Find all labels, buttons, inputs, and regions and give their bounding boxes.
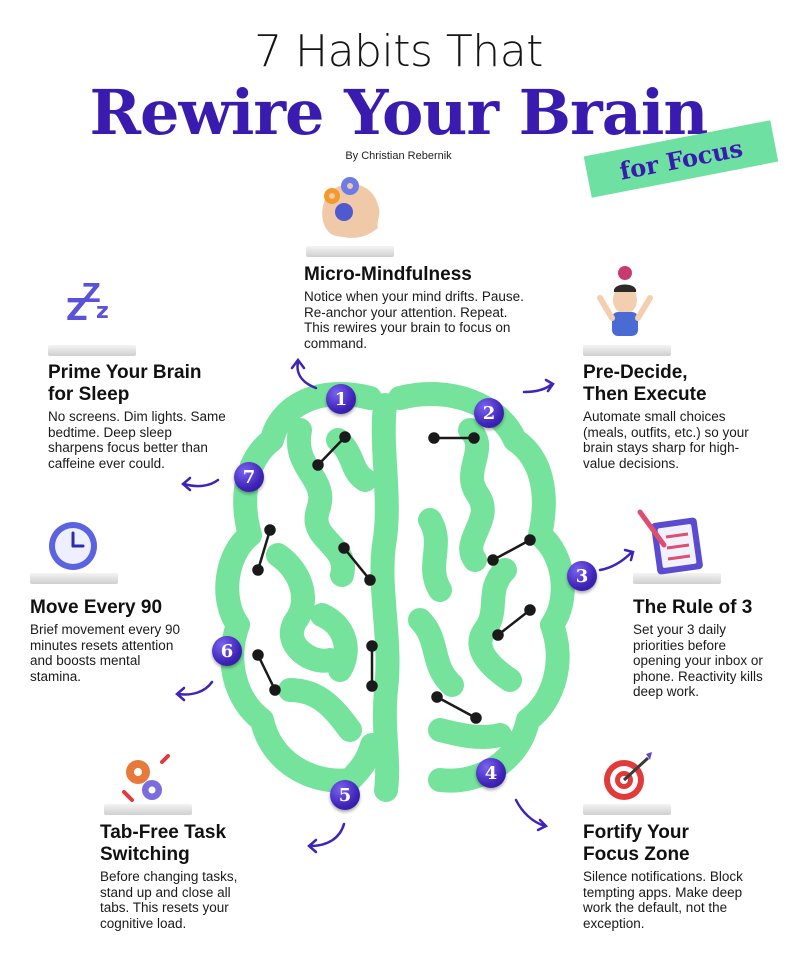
habit-4: Fortify Your Focus Zone Silence notifica… [583,822,773,931]
number-badge-6: 6 [212,636,242,666]
sleep-zzz-icon: Z Z z [66,279,109,328]
habit-3: The Rule of 3 Set your 3 daily prioritie… [633,597,783,700]
pedestal-7 [48,345,136,356]
byline: By Christian Rebernik [345,150,452,162]
habit-4-title: Fortify Your Focus Zone [583,822,690,865]
meditating-person-icon [597,266,653,336]
head-gears-icon [322,177,380,238]
habit-5-body: Before changing tasks, stand up and clos… [100,869,238,931]
number-badge-1: 1 [326,384,356,414]
habit-2-body: Automate small choices (meals, outfits, … [583,409,749,471]
habit-6-title: Move Every 90 [30,597,163,618]
svg-text:z: z [96,299,109,324]
habit-1-body: Notice when your mind drifts. Pause. Re-… [304,289,524,351]
habit-5: Tab-Free Task Switching Before changing … [100,822,270,931]
svg-text:Z: Z [66,293,88,328]
habit-1: Micro-Mindfulness Notice when your mind … [304,264,524,351]
habit-7: Prime Your Brain for Sleep No screens. D… [48,362,228,471]
habit-2-title: Pre-Decide, Then Execute [583,362,707,405]
habit-3-body: Set your 3 daily priorities before openi… [633,622,763,700]
number-badge-7: 7 [234,462,264,492]
number-badge-2: 2 [474,398,504,428]
habit-6: Move Every 90 Brief movement every 90 mi… [30,597,190,684]
habit-5-title: Tab-Free Task Switching [100,822,227,865]
habit-6-body: Brief movement every 90 minutes resets a… [30,622,181,684]
svg-text:Z: Z [82,279,101,309]
number-badge-3: 3 [567,561,597,591]
pedestal-5 [104,804,192,815]
target-dart-icon [604,752,652,800]
checklist-clipboard-icon [637,509,703,575]
habit-3-title: The Rule of 3 [633,597,753,618]
pedestal-3 [633,573,721,584]
pedestal-6 [30,573,118,584]
pedestal-2 [583,345,671,356]
habit-7-title: Prime Your Brain for Sleep [48,362,202,405]
habit-7-body: No screens. Dim lights. Same bedtime. De… [48,409,226,471]
clock-icon [49,522,97,570]
habit-1-title: Micro-Mindfulness [304,264,472,285]
habit-4-body: Silence notifications. Block tempting ap… [583,869,743,931]
number-badge-5: 5 [330,780,360,810]
number-badge-4: 4 [476,758,506,788]
title-line-1: 7 Habits That [254,26,543,77]
gears-arrows-icon [122,754,170,802]
title-line-2: Rewire Your Brain [89,76,708,149]
pedestal-4 [583,804,671,815]
pedestal-1 [306,246,394,257]
habit-2: Pre-Decide, Then Execute Automate small … [583,362,773,471]
